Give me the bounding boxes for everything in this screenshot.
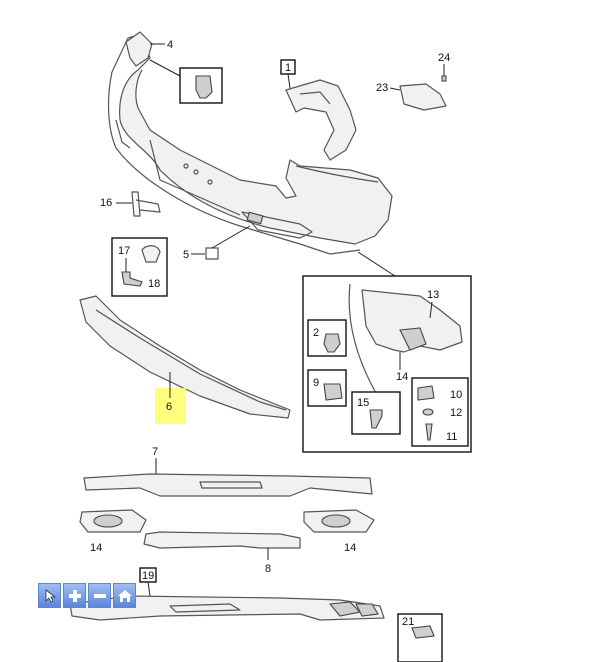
callout-17[interactable]: 17 — [118, 245, 130, 257]
callout-14c[interactable]: 14 — [344, 542, 356, 554]
callout-21[interactable]: 21 — [402, 616, 414, 628]
pointer-button[interactable] — [38, 583, 61, 608]
bracket-part-4: 4 — [125, 31, 173, 67]
zoom-out-icon — [93, 593, 106, 598]
callout-5[interactable]: 5 — [183, 249, 189, 261]
viewer-toolbar — [38, 583, 136, 610]
lower-bumper-part-19: 19 — [69, 567, 385, 621]
exhaust-tip-left: 14 — [79, 509, 147, 554]
callout-9[interactable]: 9 — [313, 377, 319, 389]
callout-13[interactable]: 13 — [427, 289, 439, 301]
bumper-cover — [107, 33, 393, 255]
part-23-24: 23 24 — [376, 52, 450, 111]
callout-14a[interactable]: 14 — [396, 371, 408, 383]
callout-group-17-18: 17 18 — [111, 237, 168, 297]
callout-18[interactable]: 18 — [148, 278, 160, 290]
callout-19[interactable]: 19 — [142, 570, 154, 582]
part-5: 5 — [183, 225, 251, 261]
part-16: 16 — [100, 191, 161, 217]
callout-16[interactable]: 16 — [100, 197, 112, 209]
callout-14b[interactable]: 14 — [90, 542, 102, 554]
callout-12[interactable]: 12 — [450, 407, 462, 419]
lower-trim-part-8: 8 — [143, 531, 301, 575]
part-21: 21 — [397, 613, 443, 662]
zoom-in-button[interactable] — [63, 583, 86, 608]
exhaust-tip-right: 14 — [303, 509, 375, 554]
callout-group-3: 3 — [149, 59, 223, 104]
diffuser-part-7: 7 — [83, 446, 373, 497]
callout-8[interactable]: 8 — [265, 563, 271, 575]
callout-24[interactable]: 24 — [438, 52, 450, 64]
callout-1[interactable]: 1 — [285, 62, 291, 74]
zoom-out-button[interactable] — [88, 583, 111, 608]
reinforcement-bar-part-6: 6 — [79, 295, 291, 424]
callout-10[interactable]: 10 — [450, 389, 462, 401]
callout-6[interactable]: 6 — [166, 401, 172, 413]
callout-4[interactable]: 4 — [167, 39, 173, 51]
callout-2[interactable]: 2 — [313, 327, 319, 339]
detail-view: 13 14 2 9 15 10 12 11 — [302, 251, 472, 453]
callout-7[interactable]: 7 — [152, 446, 158, 458]
bracket-part-1: 1 — [280, 59, 357, 161]
callout-23[interactable]: 23 — [376, 82, 388, 94]
pointer-icon — [45, 588, 56, 603]
callout-11[interactable]: 11 — [446, 431, 457, 443]
home-icon — [117, 589, 132, 602]
zoom-in-icon — [68, 589, 81, 602]
callout-15[interactable]: 15 — [357, 397, 369, 409]
home-button[interactable] — [113, 583, 136, 608]
